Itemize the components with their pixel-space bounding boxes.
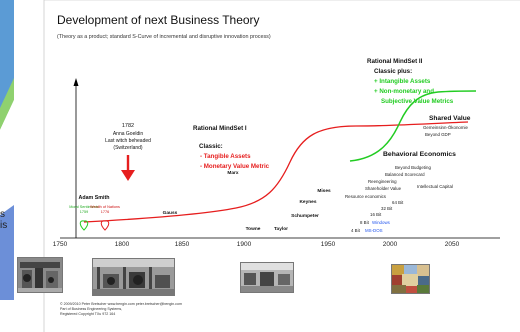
name-gauss: Gauss [163, 210, 178, 216]
clipped-text-2: is [0, 220, 8, 231]
photo-modern-collage [391, 264, 430, 294]
photo-factory-hall [92, 258, 175, 296]
tick-2000: 2000 [383, 241, 398, 248]
adam-smith-name: Adam Smith [79, 195, 110, 201]
behavioral-line-2: Balanced Scorecard [385, 172, 425, 177]
copyright-line-2: Part of Business Engineering Systems, [60, 307, 123, 311]
photo-mechanical-looms [17, 257, 63, 293]
tick-1950: 1950 [321, 241, 336, 248]
mindset2-item-2a: + Non-monetary and [374, 88, 434, 95]
name-mises: Mises [317, 188, 331, 194]
shared-value-title: Shared Value [429, 115, 471, 122]
shared-value-line-2: Beyond GDP [425, 132, 451, 137]
mindset1-title: Rational MindSet I [193, 125, 247, 132]
name-towne: Towne [246, 226, 261, 232]
tick-1850: 1850 [175, 241, 190, 248]
green-s-curve [349, 90, 477, 162]
mindset1-item-2: - Monetary Value Metric [200, 163, 270, 170]
moral-sentiments-year: 1759 [80, 210, 88, 214]
behavioral-line-3: Reengineering [368, 179, 397, 184]
moral-sentiments-heart-icon [79, 220, 89, 231]
photo-assembly-line [240, 262, 294, 293]
bit-64: 64 Bit [392, 200, 404, 205]
mindset2-item-1: + Intangible Assets [374, 78, 431, 85]
wealth-of-nations-year: 1776 [101, 210, 109, 214]
name-taylor: Taylor [274, 226, 288, 232]
y-axis-arrow [73, 78, 79, 86]
left-decoration [0, 0, 14, 332]
red-s-curve [83, 121, 469, 223]
name-keynes: Keynes [299, 199, 316, 205]
mindset2-classic: Classic plus: [374, 68, 412, 75]
intellectual-capital: Intellectual Capital [417, 184, 453, 189]
tick-1900: 1900 [237, 241, 252, 248]
resource-economics: Resource economics [345, 194, 387, 199]
moral-sentiments-label: Moral Sentiments [69, 205, 99, 209]
mindset1-item-1: - Tangible Assets [200, 153, 251, 160]
event-arrow-head [121, 170, 135, 181]
copyright-block: © 2009/2010 Peter Bretscher www.bengin.c… [60, 302, 182, 317]
shared-value-line-1: Gemeinsinn-Ökonomie [423, 125, 468, 130]
mindset2-title: Rational MindSet II [367, 58, 423, 65]
copyright-line-3: Registered Copyright TXu 972 164 [60, 312, 116, 316]
behavioral-title: Behavioral Economics [383, 151, 456, 158]
event-year: 1782 [122, 123, 134, 129]
mindset1-classic: Classic: [199, 143, 223, 150]
bit-16: 16 Bit [370, 212, 382, 217]
msdos-label: MS-DOS [365, 228, 383, 233]
bit-4: 4 Bit [351, 228, 361, 233]
tick-2050: 2050 [445, 241, 460, 248]
tick-1800: 1800 [115, 241, 130, 248]
bit-32: 32 Bit [381, 206, 393, 211]
wealth-of-nations-heart-icon [100, 220, 110, 231]
copyright-line-1: © 2009/2010 Peter Bretscher www.bengin.c… [60, 302, 182, 306]
event-line-1: Anna Goeldin [113, 131, 144, 137]
name-schumpeter: Schumpeter [291, 213, 319, 219]
behavioral-line-4: Shareholder Value [365, 186, 402, 191]
name-marx: Marx [227, 170, 239, 176]
wealth-of-nations-label: Wealth of Nations [90, 205, 120, 209]
windows-label: Windows [372, 220, 391, 225]
slide-title: Development of next Business Theory [57, 13, 260, 27]
tick-1750: 1750 [53, 241, 68, 248]
event-line-3: (Switzerland) [113, 145, 143, 151]
slide-subtitle: (Theory as a product; standard S-Curve o… [57, 34, 271, 40]
event-line-2: Last witch beheaded [105, 138, 151, 144]
mindset2-item-2b: Subjective Value Metrics [381, 98, 454, 105]
behavioral-line-1: Beyond Budgeting [395, 165, 431, 170]
clipped-text-1: s [0, 209, 5, 220]
bit-8: 8 Bit [360, 220, 370, 225]
